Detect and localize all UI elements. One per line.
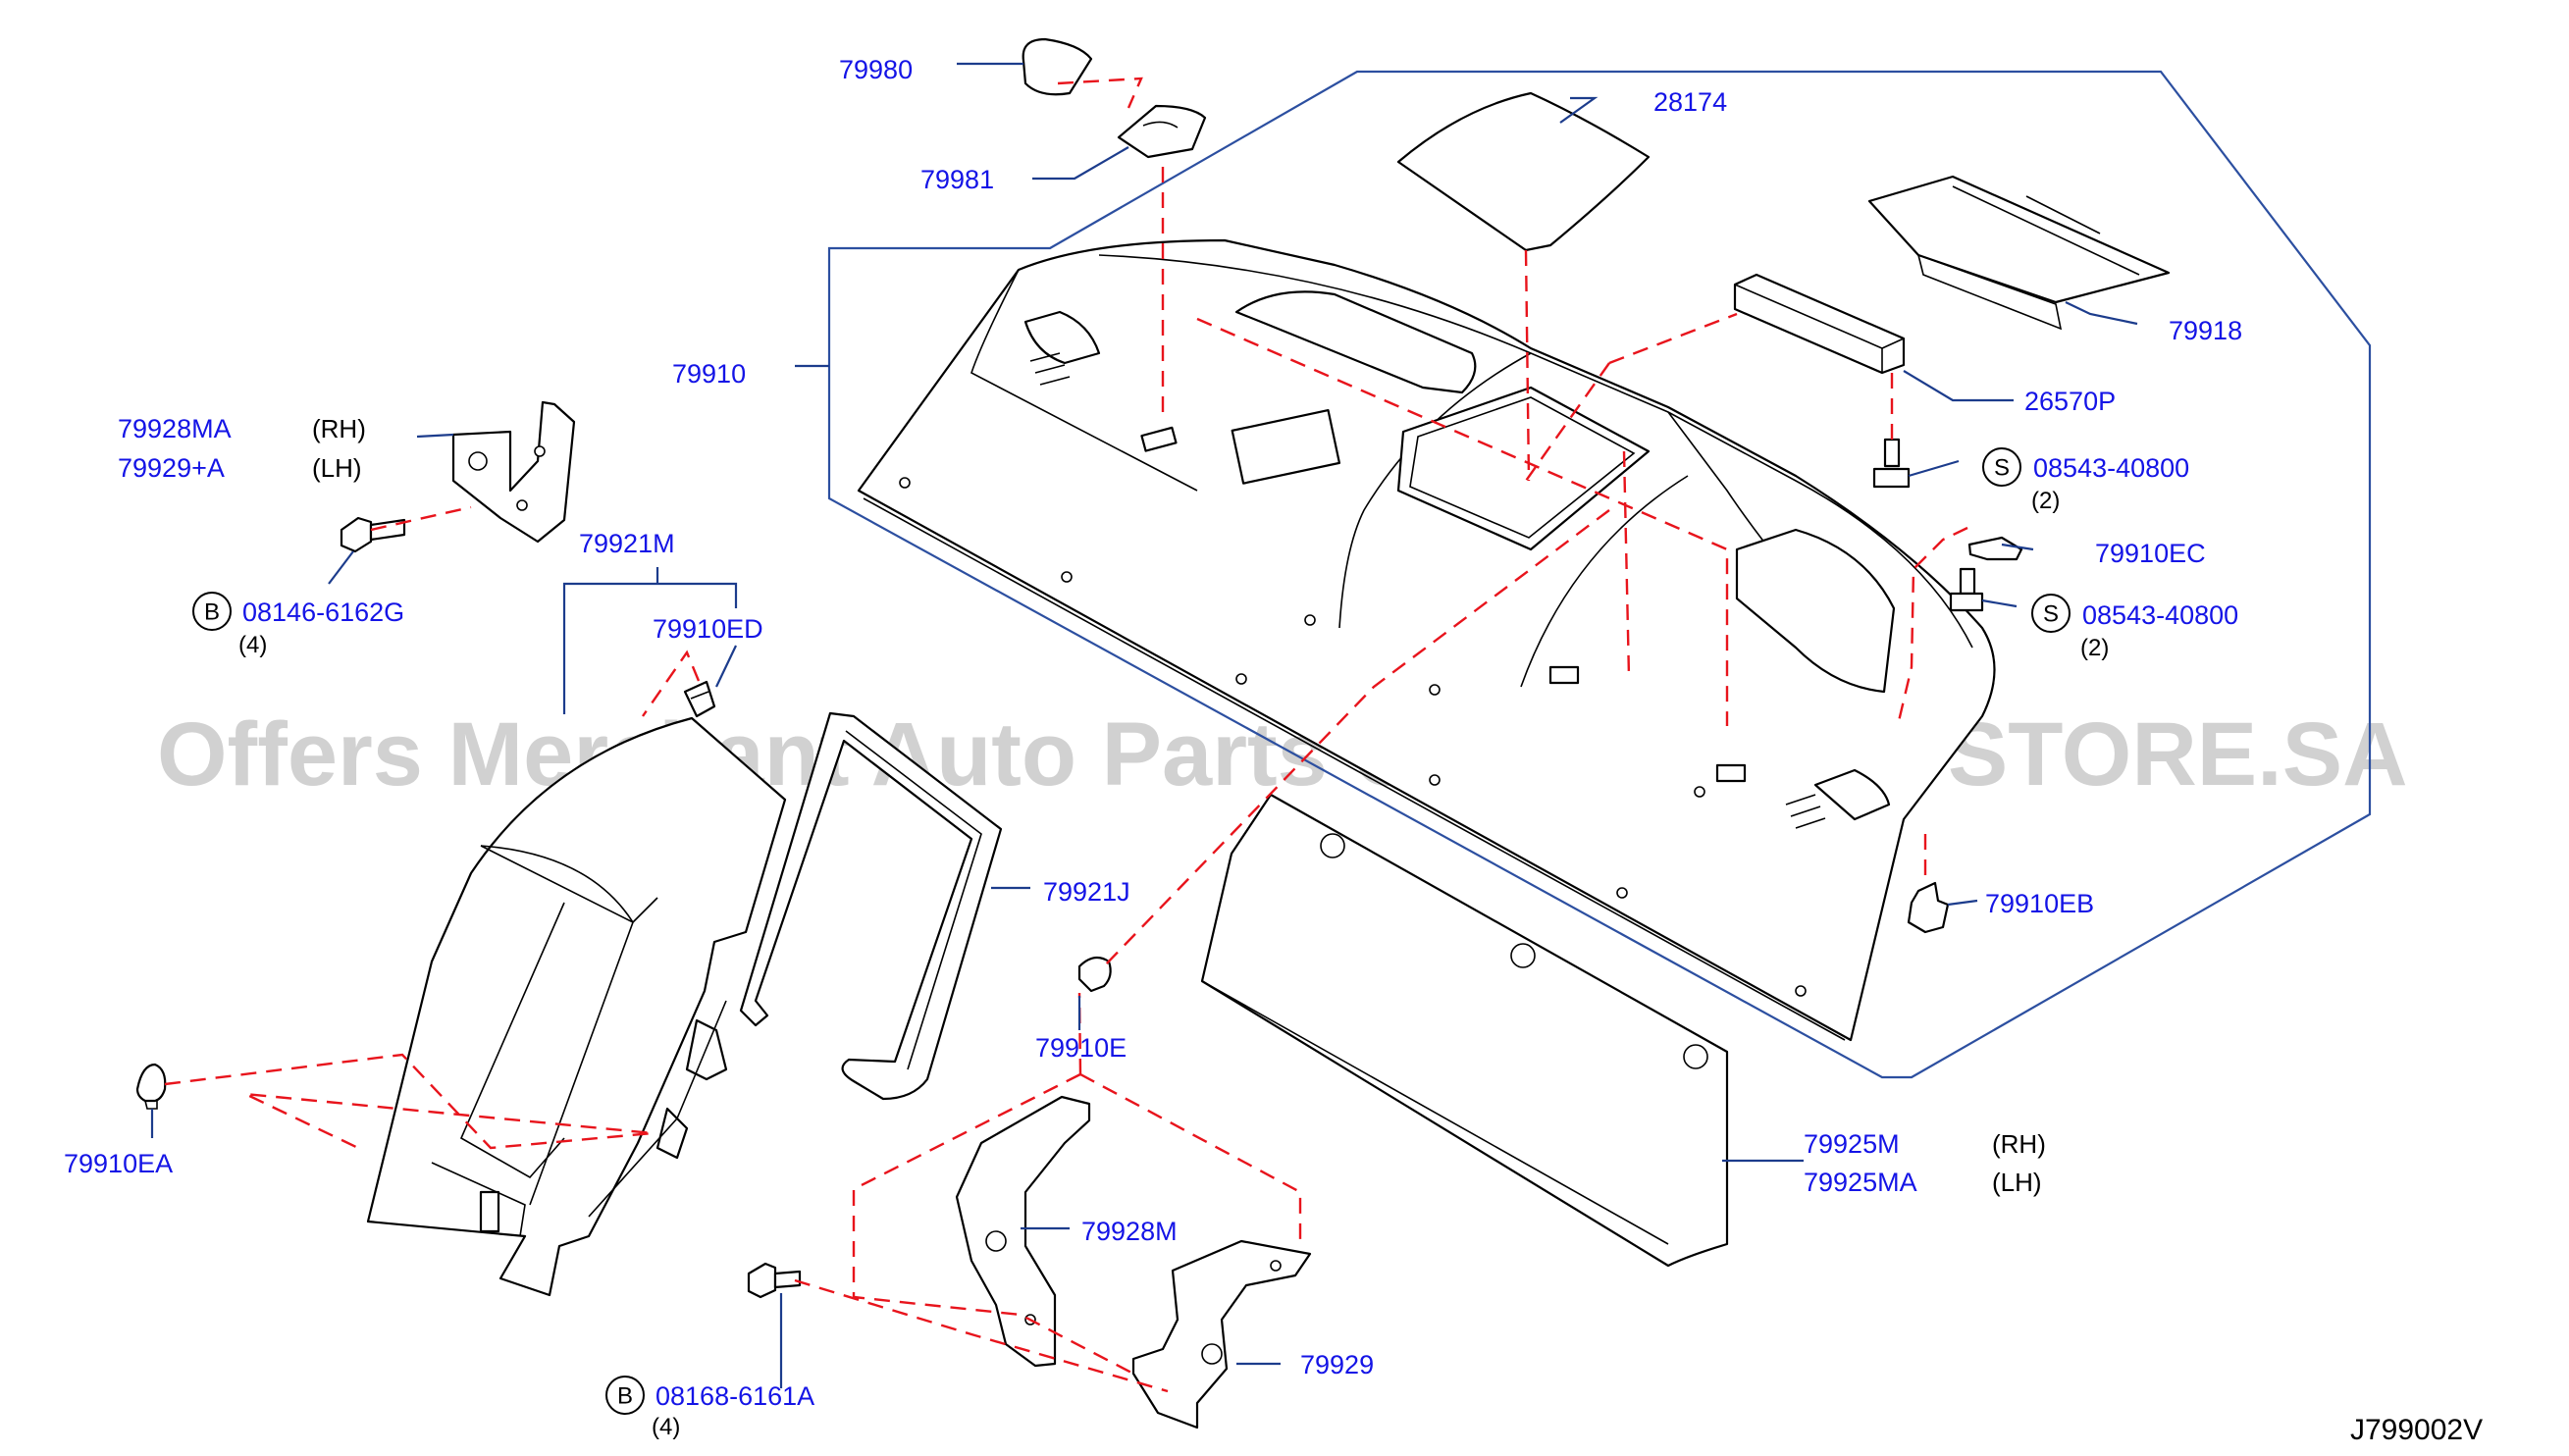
label-79910[interactable]: 79910: [672, 359, 746, 389]
label-08543-upper[interactable]: 08543-40800: [2033, 453, 2189, 483]
label-79910EB[interactable]: 79910EB: [1985, 889, 2094, 918]
note-rh-79925M: (RH): [1992, 1129, 2046, 1159]
diagram-code: J799002V: [2350, 1414, 2483, 1446]
part-labels: 79980 79981 28174 79918 79910 26570P 799…: [64, 55, 2483, 1446]
part-79929-bracket: [1131, 1239, 1312, 1430]
badge-s-lower: [2031, 594, 2071, 633]
label-79910E[interactable]: 79910E: [1035, 1033, 1127, 1063]
part-08168-bolt: [747, 1262, 802, 1299]
part-79981-bracket: [1117, 104, 1207, 159]
part-79910ED-clip: [683, 680, 716, 718]
part-79910EC-bracket: [1967, 536, 2023, 561]
note-rh-79928MA: (RH): [312, 414, 366, 443]
qty-08543-lower: (2): [2080, 635, 2109, 661]
label-08146-6162G[interactable]: 08146-6162G: [242, 598, 404, 627]
badge-s-upper-letter: S: [1994, 455, 2010, 482]
label-79925M[interactable]: 79925M: [1804, 1129, 1900, 1159]
part-79921M-side-finisher: [366, 716, 787, 1297]
label-79921J[interactable]: 79921J: [1043, 877, 1130, 907]
label-26570P[interactable]: 26570P: [2024, 387, 2116, 416]
part-79928MA-bracket: [451, 400, 576, 544]
label-79980[interactable]: 79980: [839, 55, 913, 84]
part-79980-cap: [1022, 37, 1093, 96]
leader-lines: [150, 62, 2138, 1388]
assembly-dashed-lines: [164, 77, 1968, 1393]
part-08146-bolt: [340, 516, 406, 553]
badge-b-08168-letter: B: [617, 1383, 633, 1410]
badge-b-08146: [192, 592, 232, 631]
label-79910EA[interactable]: 79910EA: [64, 1149, 173, 1178]
part-08543-bolt-upper: [1872, 438, 1911, 489]
badge-s-lower-letter: S: [2043, 601, 2059, 628]
part-79918-cover: [1867, 175, 2171, 331]
label-79929[interactable]: 79929: [1300, 1350, 1374, 1379]
label-79910EC[interactable]: 79910EC: [2095, 539, 2206, 568]
part-08543-bolt-lower: [1949, 567, 1984, 612]
badge-b-08168: [605, 1376, 645, 1415]
part-79928M-bracket: [955, 1095, 1091, 1368]
label-79925MA[interactable]: 79925MA: [1804, 1168, 1917, 1197]
note-lh-79925MA: (LH): [1992, 1168, 2042, 1197]
badge-s-upper: [1982, 447, 2021, 487]
part-79910E-push-clip: [1077, 956, 1112, 993]
rear-parcel-shelf: [857, 238, 1996, 1042]
qty-08146: (4): [238, 632, 267, 658]
label-79918[interactable]: 79918: [2169, 316, 2242, 345]
label-79921M[interactable]: 79921M: [579, 529, 675, 558]
badge-b-08146-letter: B: [204, 599, 220, 626]
part-79910EB-push-clip: [1907, 881, 1950, 934]
qty-08168: (4): [652, 1414, 680, 1440]
part-28174-pad: [1396, 91, 1651, 252]
assembly-boundary: [827, 70, 2372, 1079]
part-26570P-lamp: [1733, 273, 1906, 375]
shelf-trim-panel: [1200, 793, 1729, 1268]
label-08168-6161A[interactable]: 08168-6161A: [655, 1381, 814, 1411]
label-28174[interactable]: 28174: [1653, 87, 1727, 117]
note-lh-79929A: (LH): [312, 453, 362, 483]
label-79910ED[interactable]: 79910ED: [653, 614, 763, 644]
label-79981[interactable]: 79981: [920, 165, 994, 194]
label-79929A[interactable]: 79929+A: [118, 453, 225, 483]
qty-08543-upper: (2): [2031, 488, 2060, 514]
part-79910EA-push-clip: [135, 1063, 167, 1110]
label-08543-lower[interactable]: 08543-40800: [2082, 600, 2238, 630]
label-79928MA[interactable]: 79928MA: [118, 414, 232, 443]
label-79928M[interactable]: 79928M: [1081, 1217, 1178, 1246]
part-79921J-weatherstrip: [739, 711, 1003, 1101]
